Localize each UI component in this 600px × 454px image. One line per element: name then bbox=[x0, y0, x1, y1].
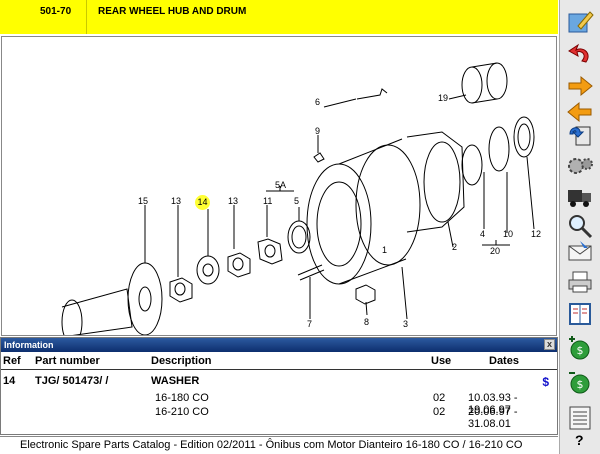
callout-5[interactable]: 5 bbox=[294, 196, 300, 206]
callout-1[interactable]: 1 bbox=[382, 245, 388, 255]
parts-diagram-svg bbox=[61, 62, 535, 335]
callout-12[interactable]: 12 bbox=[531, 229, 542, 239]
row-dates: 10.03.93 - 19.06.97 bbox=[468, 392, 518, 416]
pencil-edit-icon[interactable] bbox=[566, 8, 594, 36]
callout-19[interactable]: 19 bbox=[438, 93, 449, 103]
printer-icon[interactable] bbox=[566, 268, 594, 296]
row-description: 16-210 CO bbox=[155, 406, 209, 418]
callout-13-left[interactable]: 13 bbox=[171, 196, 182, 206]
col-use[interactable]: Use bbox=[431, 355, 452, 367]
svg-text:$: $ bbox=[577, 378, 584, 391]
col-ref[interactable]: Ref bbox=[3, 355, 21, 367]
close-button[interactable]: x bbox=[544, 339, 555, 350]
col-part-number[interactable]: Part number bbox=[35, 355, 100, 367]
back-arrow-icon[interactable] bbox=[566, 98, 594, 126]
callout-13-right[interactable]: 13 bbox=[228, 196, 239, 206]
header-divider bbox=[86, 0, 87, 34]
table-row[interactable]: 16-210 CO 02 20.06.97 - 31.08.01 bbox=[1, 404, 557, 430]
column-headers: Ref Part number Description Use Dates bbox=[1, 353, 557, 370]
callout-6[interactable]: 6 bbox=[315, 97, 321, 107]
table-row[interactable]: 14 TJG/ 501473/ / WASHER bbox=[1, 373, 557, 387]
callout-11[interactable]: 11 bbox=[263, 196, 273, 206]
search-icon[interactable] bbox=[566, 212, 594, 240]
status-bar: Electronic Spare Parts Catalog - Edition… bbox=[0, 436, 558, 454]
money-remove-icon[interactable]: $ bbox=[566, 368, 594, 396]
help-icon[interactable]: ? bbox=[575, 432, 584, 448]
callout-15[interactable]: 15 bbox=[138, 196, 149, 206]
right-toolbar: $ $ ? bbox=[559, 0, 600, 454]
callout-9[interactable]: 9 bbox=[315, 126, 321, 136]
price-icon[interactable]: $ bbox=[542, 375, 549, 389]
truck-icon[interactable] bbox=[566, 182, 594, 210]
col-description[interactable]: Description bbox=[151, 355, 212, 367]
gears-icon[interactable] bbox=[566, 152, 594, 180]
svg-text:$: $ bbox=[577, 344, 584, 357]
callout-14-highlighted[interactable]: 14 bbox=[195, 195, 210, 210]
information-panel: Information x Ref Part number Descriptio… bbox=[0, 337, 558, 435]
callout-7[interactable]: 7 bbox=[307, 319, 313, 329]
mail-icon[interactable] bbox=[566, 238, 594, 266]
information-title: Information bbox=[4, 340, 54, 350]
refresh-icon[interactable] bbox=[566, 122, 594, 150]
row-description: WASHER bbox=[151, 375, 200, 387]
undo-arrow-icon[interactable] bbox=[566, 40, 594, 68]
list-icon[interactable] bbox=[566, 404, 594, 432]
information-title-bar: Information x bbox=[1, 338, 557, 352]
page-title: REAR WHEEL HUB AND DRUM bbox=[98, 6, 247, 17]
callout-2[interactable]: 2 bbox=[452, 242, 458, 252]
row-use: 02 bbox=[433, 392, 446, 404]
table-row[interactable]: 16-180 CO 02 10.03.93 - 19.06.97 bbox=[1, 390, 557, 416]
row-ref: 14 bbox=[3, 375, 16, 387]
page-code: 501-70 bbox=[40, 6, 72, 17]
callout-5A[interactable]: 5A bbox=[275, 180, 287, 190]
money-add-icon[interactable]: $ bbox=[566, 334, 594, 362]
callout-3[interactable]: 3 bbox=[403, 319, 409, 329]
parts-diagram[interactable]: 6 19 9 14 13 13 15 5A 11 5 4 10 12 2 20 … bbox=[1, 36, 557, 336]
callout-20[interactable]: 20 bbox=[490, 246, 501, 256]
callout-10[interactable]: 10 bbox=[503, 229, 514, 239]
forward-arrow-icon[interactable] bbox=[566, 72, 594, 100]
catalog-info: Electronic Spare Parts Catalog - Edition… bbox=[20, 439, 523, 451]
col-dates[interactable]: Dates bbox=[489, 355, 519, 367]
callout-4[interactable]: 4 bbox=[480, 229, 486, 239]
row-use: 02 bbox=[433, 406, 446, 418]
book-icon[interactable] bbox=[566, 300, 594, 328]
page-header: 501-70 REAR WHEEL HUB AND DRUM bbox=[0, 0, 558, 34]
row-part-number: TJG/ 501473/ / bbox=[35, 375, 109, 387]
callout-8[interactable]: 8 bbox=[364, 317, 370, 327]
row-description: 16-180 CO bbox=[155, 392, 209, 404]
row-dates: 20.06.97 - 31.08.01 bbox=[468, 406, 518, 430]
